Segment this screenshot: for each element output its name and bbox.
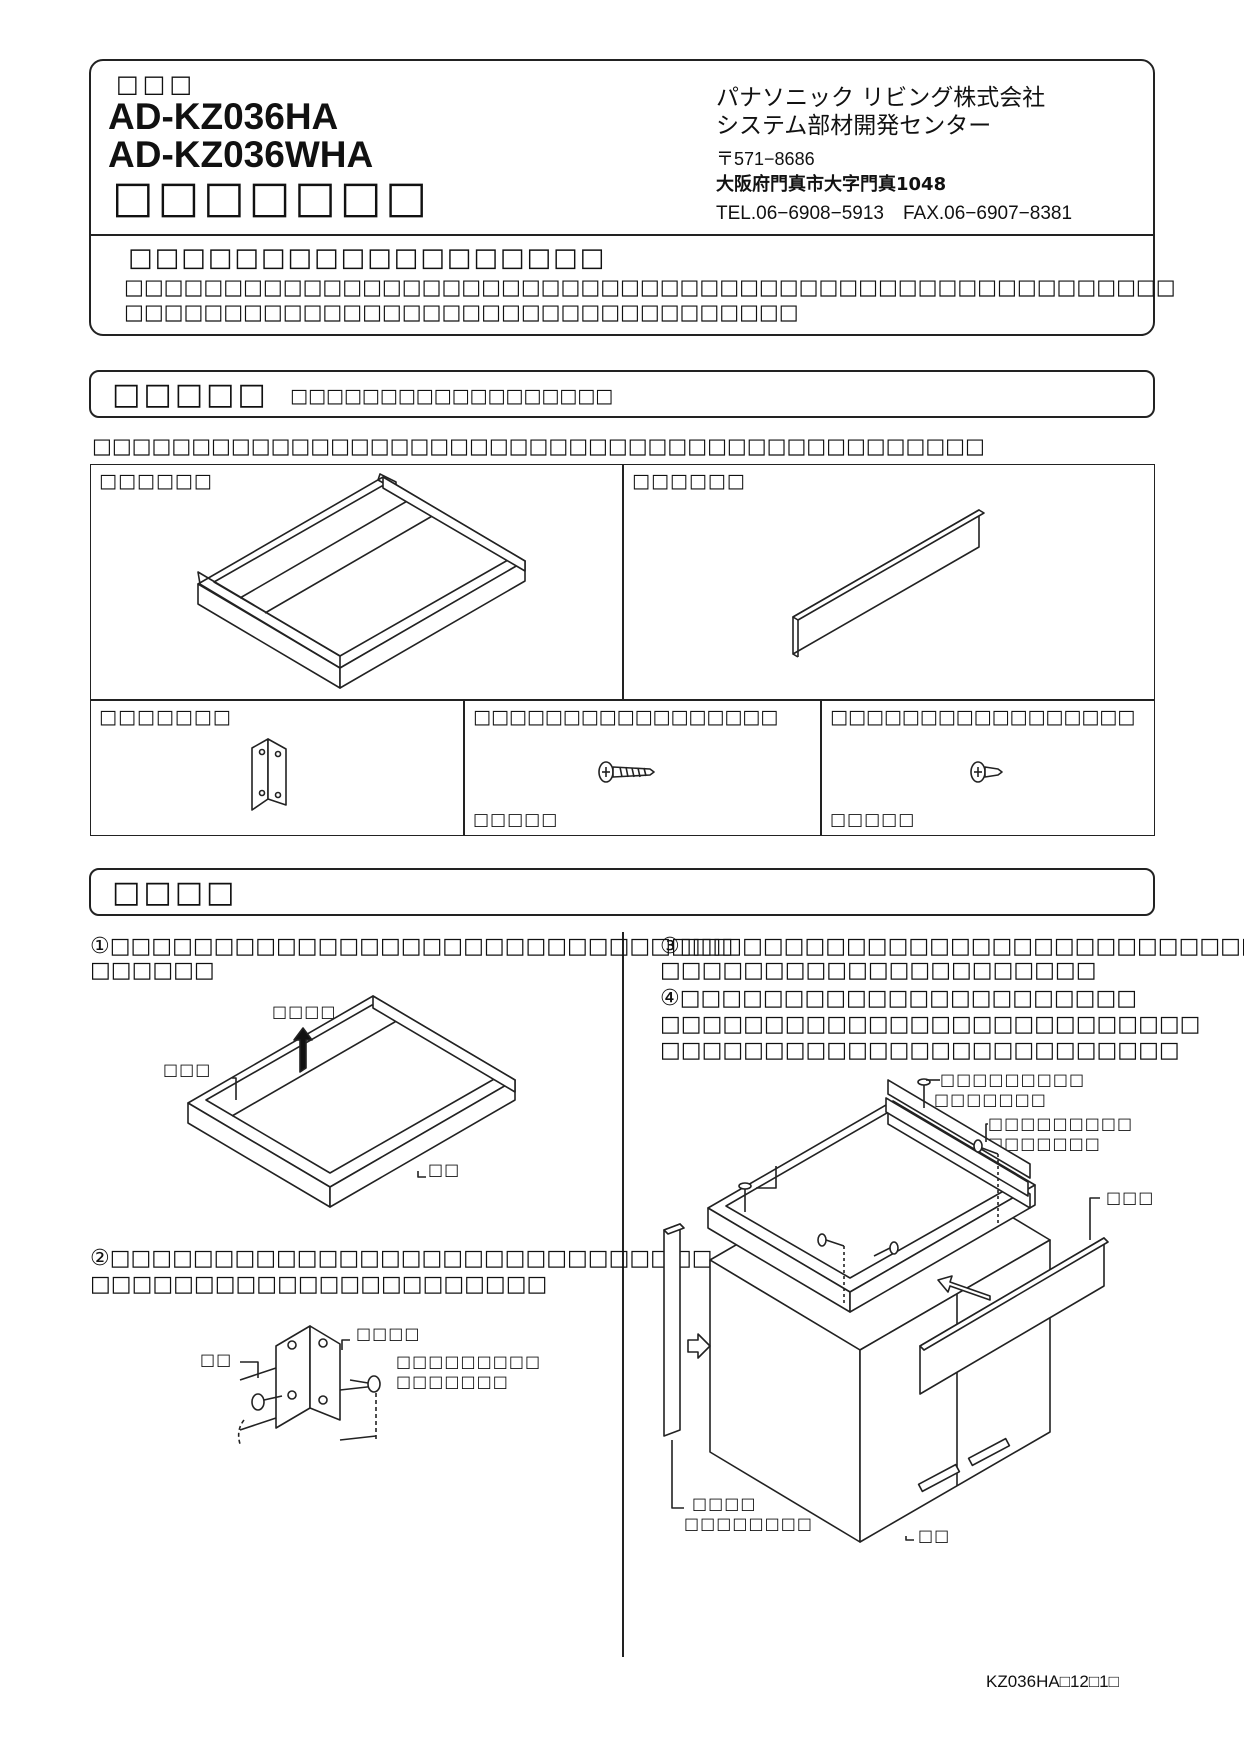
step2-drawing [237, 1325, 381, 1445]
step34-label-cabinet: □□ [918, 1526, 951, 1545]
footer-code: KZ036HA□12□1□ [986, 1672, 1119, 1691]
parts-cell-4 [463, 699, 822, 836]
model-number-2: AD-KZ036WHA [108, 134, 374, 175]
notice-line-1: □□□□□□□□□□□□□□□□□□□□□□□□□□□□□□□□□□□□□□□□… [124, 275, 1176, 299]
step34-drawing [663, 1078, 1109, 1543]
step-1-line-1: ①□□□□□□□□□□□□□□□□□□□□□□□□□□□□□□ [90, 934, 734, 959]
header-divider [89, 234, 1155, 236]
parts-section-subtitle: □□□□□□□□□□□□□□□□□□ [290, 385, 614, 407]
step34-label-front: □□□ [1106, 1188, 1155, 1207]
step2-label-screw: □□□□□□□□□ [396, 1352, 542, 1371]
part-label-screw-short: □□□□□□□□□□□□□□□□□ [830, 706, 1136, 728]
postal-code: 〒571−8686 [716, 149, 815, 169]
step-2-line-2: □□□□□□□□□□□□□□□□□□□□□□ [90, 1272, 548, 1297]
company-name: パナソニック リビング株式会社 [716, 85, 1046, 111]
parts-section-header [89, 370, 1155, 418]
panel-drawing [792, 509, 985, 658]
step-4-line-3: □□□□□□□□□□□□□□□□□□□□□□□□□ [660, 1038, 1180, 1063]
part-qty-screw-long: □□□□□ [473, 810, 559, 830]
step-3-line-2: □□□□□□□□□□□□□□□□□□□□□ [660, 958, 1097, 983]
header-box [89, 59, 1155, 336]
parts-cell-5 [820, 699, 1155, 836]
parts-note: □□□□□□□□□□□□□□□□□□□□□□□□□□□□□□□□□□□□□□□□… [92, 434, 985, 458]
step34-label-side: □□□□ [692, 1494, 757, 1513]
parts-cell-3 [90, 699, 465, 836]
column-divider [622, 932, 624, 1657]
parts-section-title: □□□□□ [112, 377, 269, 412]
contact-numbers: TEL.06−6908−5913 FAX.06−6907−8381 [716, 203, 1073, 224]
part-label-panel: □□□□□□ [632, 470, 746, 492]
step34-label-screw-b-sub: □□□□□□□ [988, 1134, 1101, 1153]
step34-label-screw-b: □□□□□□□□□ [988, 1114, 1134, 1133]
bracket-drawing [251, 738, 287, 811]
procedure-section-header [89, 868, 1155, 916]
part-label-frame: □□□□□□ [99, 470, 213, 492]
model-number-1: AD-KZ036HA [108, 96, 339, 137]
part-qty-screw-short: □□□□□ [830, 810, 916, 830]
step-4-line-1: ④□□□□□□□□□□□□□□□□□□□□□□ [660, 986, 1138, 1011]
step-1-line-2: □□□□□□ [90, 958, 215, 983]
parts-cell-1 [90, 464, 624, 701]
step1-label-up: □□□□ [272, 1002, 337, 1021]
procedure-section-title: □□□□ [112, 875, 238, 910]
step-4-line-2: □□□□□□□□□□□□□□□□□□□□□□□□□□ [660, 1012, 1201, 1037]
frame-drawing [197, 473, 526, 689]
notice-line-2: □□□□□□□□□□□□□□□□□□□□□□□□□□□□□□□□□□ [124, 300, 799, 324]
notice-title: □□□□□□□□□□□□□□□□□□ [128, 243, 607, 273]
step2-label-screw-sub: □□□□□□□ [396, 1372, 509, 1391]
product-kind: □□□ [116, 70, 197, 98]
step2-label-frame: □□ [200, 1350, 233, 1369]
step34-label-screw-a-sub: □□□□□□□ [934, 1090, 1047, 1109]
step34-label-side-sub: □□□□□□□□ [684, 1514, 813, 1533]
screw-long-drawing [598, 761, 655, 783]
address: 大阪府門真市大字門真1048 [716, 174, 947, 195]
step1-label-left: □□□ [163, 1060, 212, 1079]
step-2-line-1: ②□□□□□□□□□□□□□□□□□□□□□□□□□□□□□ [90, 1246, 713, 1271]
step1-label-bottom: □□ [428, 1160, 461, 1179]
department-name: システム部材開発センター [716, 113, 992, 139]
document-title: □□□□□□□ [112, 172, 432, 223]
part-label-bracket: □□□□□□□ [99, 706, 232, 728]
screw-short-drawing [970, 761, 1003, 783]
step1-drawing [187, 995, 516, 1208]
parts-cell-2 [622, 464, 1155, 701]
step2-label-bracket: □□□□ [356, 1324, 421, 1343]
step-3-line-1: ③□□□□□□□□□□□□□□□□□□□□□□□□□□□□ [660, 934, 1244, 959]
part-label-screw-long: □□□□□□□□□□□□□□□□□ [473, 706, 779, 728]
step34-label-screw-a: □□□□□□□□□ [940, 1070, 1086, 1089]
